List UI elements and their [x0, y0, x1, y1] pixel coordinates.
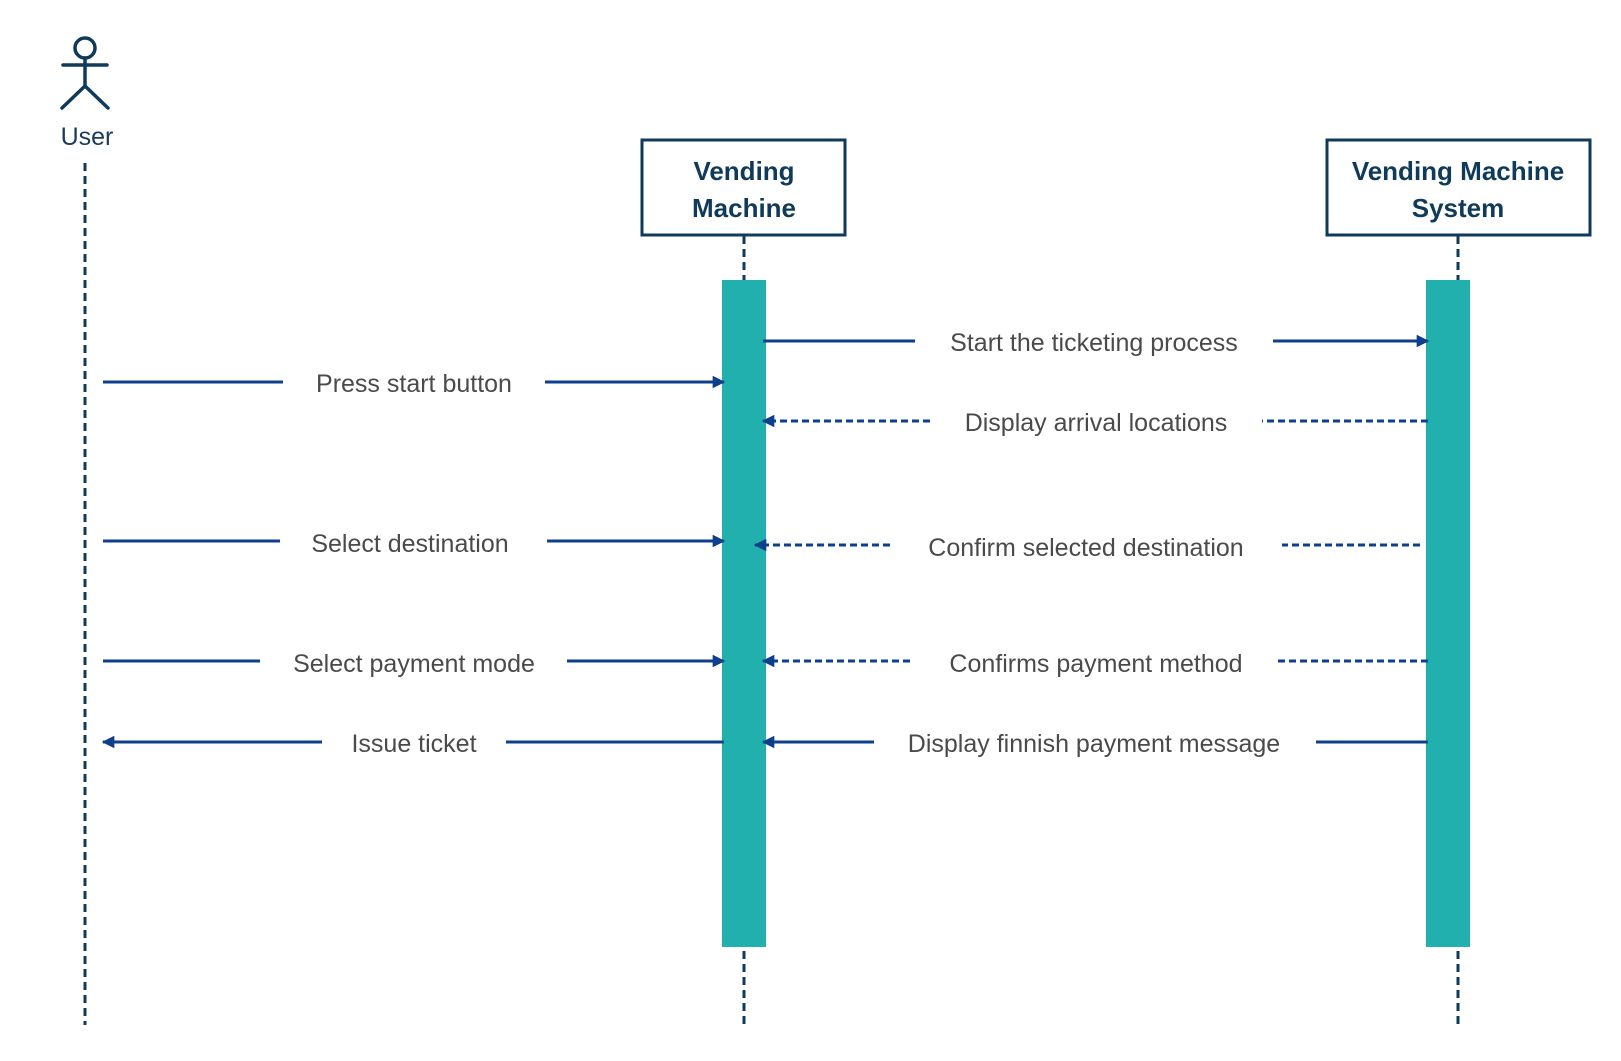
- message-label: Display finnish payment message: [908, 730, 1280, 758]
- message-display-finish[interactable]: Display finnish payment message: [761, 730, 1428, 758]
- message-label: Issue ticket: [351, 730, 476, 758]
- lifeline-title-line-2: Machine: [692, 193, 796, 223]
- message-display-arrival[interactable]: Display arrival locations: [761, 409, 1428, 437]
- message-press-start[interactable]: Press start button: [103, 370, 726, 398]
- lifeline-title-line-1: Vending: [693, 156, 794, 186]
- message-label: Start the ticketing process: [950, 329, 1238, 357]
- message-start-ticketing[interactable]: Start the ticketing process: [763, 329, 1430, 357]
- lifeline-box-vending-machine-system[interactable]: Vending Machine System: [1325, 138, 1592, 237]
- actor-user-label: User: [61, 123, 114, 151]
- message-label: Select payment mode: [293, 650, 535, 678]
- message-issue-ticket[interactable]: Issue ticket: [101, 730, 724, 758]
- lifeline-title-line-2: System: [1412, 193, 1505, 223]
- message-label: Press start button: [316, 370, 512, 398]
- message-confirm-destination[interactable]: Confirm selected destination: [753, 534, 1420, 562]
- message-label: Confirms payment method: [949, 650, 1242, 678]
- lifeline-title-line-1: Vending Machine: [1352, 156, 1564, 186]
- message-confirms-payment[interactable]: Confirms payment method: [761, 650, 1428, 678]
- activation-bar-vending-machine-system: [1426, 280, 1470, 947]
- message-label: Select destination: [311, 530, 508, 558]
- message-select-destination[interactable]: Select destination: [103, 530, 726, 558]
- lifeline-box-vending-machine[interactable]: Vending Machine: [640, 138, 847, 237]
- message-label: Display arrival locations: [965, 409, 1228, 437]
- actor-user[interactable]: User: [60, 36, 114, 151]
- message-label: Confirm selected destination: [928, 534, 1243, 562]
- activation-bar-vending-machine: [722, 280, 766, 947]
- stick-figure-icon: [60, 36, 110, 110]
- message-select-payment[interactable]: Select payment mode: [103, 650, 726, 678]
